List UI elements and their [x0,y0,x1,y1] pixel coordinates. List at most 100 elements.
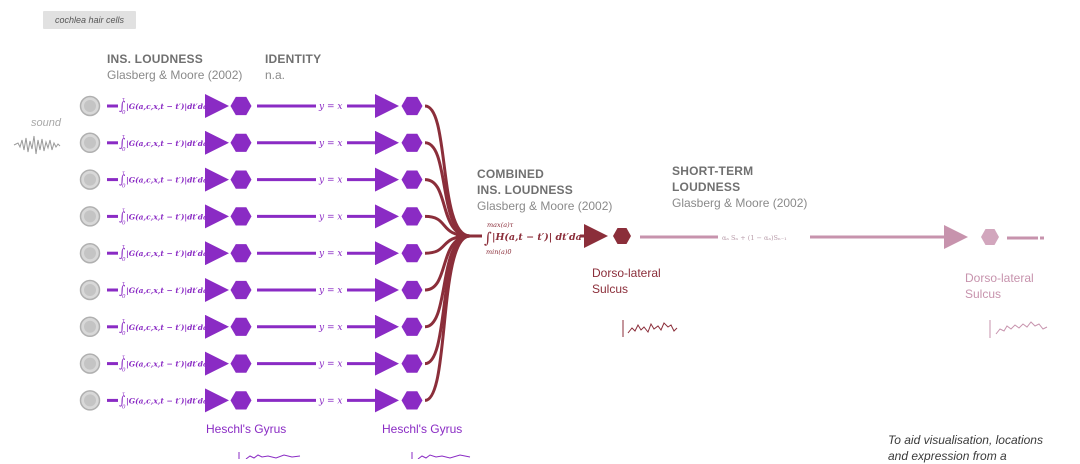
identity-formula: y = x [318,286,342,296]
ins-loudness-formula: |G(a,c,x,t − t′)|dt′da [126,102,208,111]
combined-integral-upper: max(a)τ [487,221,514,229]
ins-integral-lower: 0 [122,404,126,410]
dorso-lateral-sulcus-label-1-line2: Sulcus [592,282,629,296]
ins-loudness-formula: |G(a,c,x,t − t′)|dt′da [126,323,208,332]
hair-cell-inner [84,320,96,333]
channel-row: τ∫0|G(a,c,x,t − t′)|dt′da y = x [79,204,423,229]
heschls-gyrus-node-2 [401,354,423,373]
heschls-gyrus-node-2 [401,207,423,226]
hair-cell-inner [84,173,96,186]
ins-integral-sign: ∫ [119,99,126,113]
dorso-lateral-sulcus-label-2-line2: Sulcus [965,287,1002,301]
combined-title-line2: INS. LOUDNESS [477,183,573,197]
ins-integral-sign: ∫ [119,320,126,334]
ins-integral-upper: τ [122,207,126,213]
channel-row: τ∫0|G(a,c,x,t − t′)|dt′da y = x [79,278,423,302]
identity-title: IDENTITY [265,52,322,66]
ins-integral-sign: ∫ [119,173,126,187]
combined-integral-lower: min(a)0 [486,248,512,256]
ins-loudness-formula: |G(a,c,x,t − t′)|dt′da [126,176,208,185]
heschls-gyrus-node-2 [401,244,423,263]
fan-curve [424,234,471,402]
ins-integral-lower: 0 [122,220,126,226]
ins-integral-lower: 0 [122,368,126,374]
heschls-gyrus-node-2 [401,317,423,336]
channel-row: τ∫0|G(a,c,x,t − t′)|dt′da y = x [79,167,423,192]
combined-integral-sign: ∫ [484,229,492,247]
ins-integral-sign: ∫ [119,357,126,371]
activity-trace-2 [989,320,1048,338]
ins-loudness-formula: |G(a,c,x,t − t′)|dt′da [126,249,208,258]
identity-formula: y = x [318,360,342,370]
ins-loudness-formula: |G(a,c,x,t − t′)|dt′da [126,139,208,148]
heschls-gyrus-node [230,391,252,410]
ins-integral-lower: 0 [122,294,126,300]
sound-label: sound [31,117,61,129]
hair-cell-inner [84,394,96,407]
combined-ref: Glasberg & Moore (2002) [477,199,613,213]
ins-loudness-formula: |G(a,c,x,t − t′)|dt′da [126,396,208,405]
ins-integral-lower: 0 [122,184,126,190]
identity-formula: y = x [318,249,342,259]
fan-in-connectors [424,104,482,402]
heschls-gyrus-node [230,133,252,152]
heschls-gyrus-node-2 [401,133,423,152]
heschls-gyrus-node [230,96,252,116]
heschls-gyrus-node [230,170,252,189]
ins-integral-sign: ∫ [119,393,126,407]
hair-cell-inner [84,357,96,370]
hair-cell-inner [84,136,96,149]
dorso-lateral-sulcus-node-1 [613,228,631,244]
channel-row: τ∫0|G(a,c,x,t − t′)|dt′da y = x [79,351,423,376]
ins-integral-upper: τ [122,281,126,287]
fan-curve [424,141,471,238]
identity-formula: y = x [318,323,342,333]
heschls-gyrus-node [230,244,252,263]
ins-loudness-formula: |G(a,c,x,t − t′)|dt′da [126,212,208,221]
heschls-gyrus-label-1: Heschl's Gyrus [206,422,287,436]
short-term-formula: αₐ Sₙ + (1 − αₐ)Sₙ₋₁ [722,234,787,242]
identity-formula: y = x [318,176,342,186]
ins-integral-sign: ∫ [119,209,126,223]
ins-loudness-formula: |G(a,c,x,t − t′)|dt′da [126,286,208,295]
short-term-ref: Glasberg & Moore (2002) [672,196,808,210]
ins-integral-upper: τ [122,244,126,250]
dorso-lateral-sulcus-label-2-line1: Dorso-lateral [965,271,1034,285]
heschls-gyrus-node [230,354,252,373]
combined-loudness-formula: max(a)τ ∫ |H(a,t − t′)| dt′da min(a)0 [484,221,582,256]
ins-integral-lower: 0 [122,147,126,153]
hair-cell-inner [84,284,96,296]
combined-integrand: |H(a,t − t′)| dt′da [492,232,582,243]
heschls-gyrus-node [230,207,252,226]
ins-integral-upper: τ [122,171,126,177]
ins-integral-sign: ∫ [119,246,126,260]
identity-formula: y = x [318,102,342,112]
dorso-lateral-sulcus-node-2 [981,229,999,245]
ins-integral-lower: 0 [122,257,126,263]
identity-formula: y = x [318,212,342,222]
identity-ref: n.a. [265,68,286,82]
activity-trace-3 [238,452,301,459]
short-term-title-line1: SHORT-TERM [672,164,754,178]
ins-integral-sign: ∫ [119,283,126,297]
channel-row: τ∫0|G(a,c,x,t − t′)|dt′da y = x [79,241,423,266]
combined-title-line1: COMBINED [477,167,544,181]
hair-cell-inner [84,210,96,223]
hair-cell-inner [84,247,96,260]
ins-integral-upper: τ [122,318,126,324]
ins-integral-upper: τ [122,355,126,361]
heschls-gyrus-node-2 [401,391,423,410]
ins-loudness-title: INS. LOUDNESS [107,52,203,66]
ins-loudness-formula: |G(a,c,x,t − t′)|dt′da [126,360,208,369]
ins-integral-sign: ∫ [119,136,126,150]
identity-formula: y = x [318,139,342,149]
cochlea-hair-cells-tag: cochlea hair cells [43,11,136,29]
identity-formula: y = x [318,396,342,406]
dorso-lateral-sulcus-label-1-line1: Dorso-lateral [592,266,661,280]
ins-loudness-ref: Glasberg & Moore (2002) [107,68,243,82]
sound-waveform-icon [13,135,61,155]
